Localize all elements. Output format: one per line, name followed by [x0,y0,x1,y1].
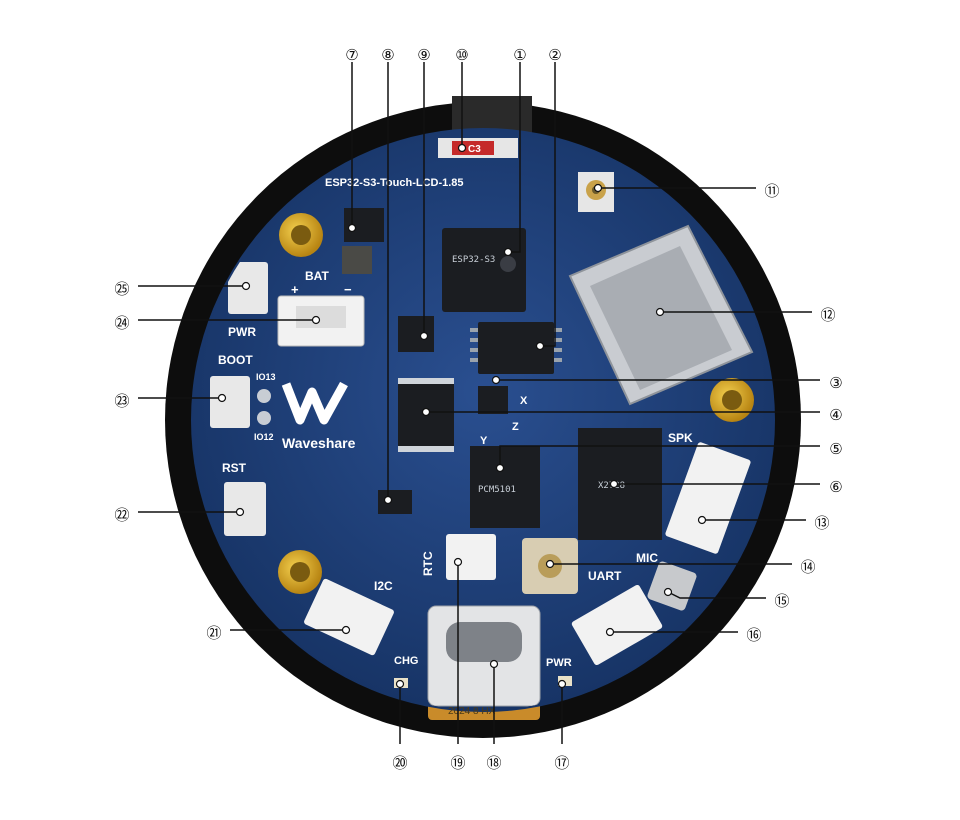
bat-minus-label: − [344,282,352,297]
callout-25: ㉕ [114,280,129,298]
bat-label: BAT [305,269,329,283]
leader-dots [217,143,707,689]
esp32-chip-label: ESP32-S3 [452,255,495,265]
leader-lines [138,62,820,744]
io13-label: IO13 [256,372,276,382]
speaker-connector [665,442,751,554]
callout-5: ⑤ [829,440,842,458]
pwr-bottom-label: PWR [546,657,572,669]
pcm-dac-chip: PCM5101 [470,446,540,528]
usb-c-port [427,605,541,707]
callout-14: ⑭ [800,558,815,576]
callout-22: ㉒ [114,506,129,524]
callout-7: ⑦ [345,46,358,64]
rst-label: RST [222,461,247,475]
callout-16: ⑯ [746,626,761,644]
callout-13: ⑬ [814,514,829,532]
callout-1: ① [513,46,526,64]
board-name-silkscreen: ESP32-S3-Touch-LCD-1.85 [325,177,464,189]
mic-label: MIC [636,551,658,565]
rtc-connector [446,534,496,580]
callout-labels: ① ② ③ ④ ⑤ ⑥ ⑦ ⑧ ⑨ ⑩ ⑪ ⑫ ⑬ ⑭ ⑮ ⑯ ⑰ ⑱ ⑲ ⑳ … [114,46,842,772]
mounting-hole [279,213,323,257]
inductor [342,246,372,274]
callout-9: ⑨ [417,46,430,64]
imu-sensor [478,386,508,414]
esp32-s3-chip: ESP32-S3 [442,228,526,312]
i2c-connector [304,578,394,656]
mounting-hole [278,550,322,594]
bottom-code-label: 2024 8 HX [448,706,496,717]
flash-chip [470,322,562,374]
callout-3: ③ [829,374,842,392]
i2c-label: I2C [374,579,393,593]
callout-6: ⑥ [829,478,842,496]
uart-label: UART [588,569,622,583]
waveshare-logo [281,381,348,425]
transistor [378,490,412,514]
pwr-led [558,676,572,686]
io12-label: IO12 [254,432,274,442]
callout-21: ㉑ [206,624,221,642]
callout-4: ④ [829,406,842,424]
chg-label: CHG [394,655,418,667]
uart-connector [571,584,663,666]
spk-label: SPK [668,431,693,445]
rtc-label: RTC [421,551,435,576]
cap-c3-label: C3 [468,144,481,155]
callout-11: ⑪ [764,182,779,200]
mounting-hole [710,378,754,422]
callout-12: ⑫ [820,306,835,324]
callout-10: ⑩ [455,46,468,64]
callout-15: ⑮ [774,592,789,610]
io13-pad [257,389,271,403]
pcm-chip-label: PCM5101 [478,485,516,495]
z-axis-label: Z [512,421,519,433]
callout-19: ⑲ [450,754,465,772]
brand-label: Waveshare [282,435,356,451]
callout-18: ⑱ [486,754,501,772]
callout-8: ⑧ [381,46,394,64]
callout-2: ② [548,46,561,64]
rst-button [224,482,266,536]
boot-button [210,376,250,428]
power-mosfet [398,316,434,352]
callout-23: ㉓ [114,392,129,410]
pwr-left-label: PWR [228,325,256,339]
callout-20: ⑳ [392,754,407,772]
io12-pad [257,411,271,425]
y-axis-label: Y [480,435,488,447]
x-axis-label: X [520,395,528,407]
callout-17: ⑰ [554,754,569,772]
boot-label: BOOT [218,353,253,367]
battery-connector [277,295,365,347]
antenna-ipex-connector [578,172,614,212]
bat-plus-label: + [291,282,299,297]
callout-24: ㉔ [114,314,129,332]
